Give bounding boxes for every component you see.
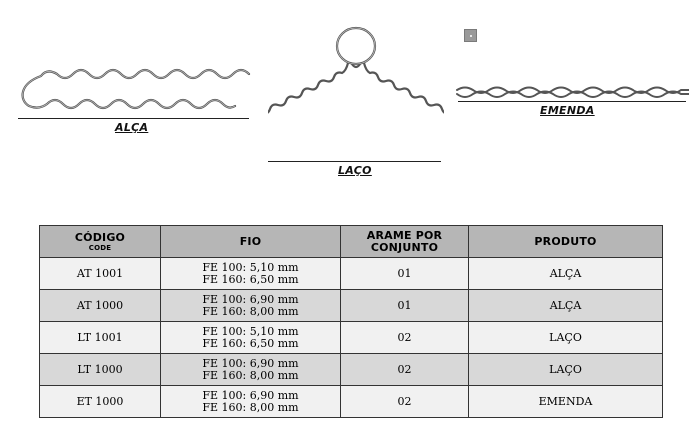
header-codigo: CÓDIGO CODE [39, 225, 161, 258]
cell-codigo: LT 1000 [39, 353, 161, 386]
table-row: AT 1001 FE 100: 5,10 mm FE 160: 6,50 mm … [39, 257, 663, 290]
emenda-baseline [458, 101, 686, 102]
cell-arame: 02 [340, 385, 469, 418]
cell-produto: LAÇO [468, 353, 663, 386]
cell-fio: FE 100: 5,10 mm FE 160: 6,50 mm [160, 321, 341, 354]
header-fio: FIO [160, 225, 341, 258]
cell-fio-line: FE 160: 6,50 mm [202, 272, 299, 286]
cell-fio-line: FE 100: 5,10 mm [202, 260, 299, 274]
alca-baseline [18, 118, 249, 119]
cell-arame: 02 [340, 321, 469, 354]
cell-fio-line: FE 100: 6,90 mm [202, 292, 299, 306]
cell-arame: 01 [340, 289, 469, 322]
cell-fio: FE 100: 6,90 mm FE 160: 8,00 mm [160, 385, 341, 418]
cell-codigo: LT 1001 [39, 321, 161, 354]
cell-fio-line: FE 160: 8,00 mm [202, 304, 299, 318]
cell-produto: ALÇA [468, 289, 663, 322]
laco-illustration [268, 26, 444, 114]
laco-caption: LAÇO [338, 164, 372, 177]
cell-fio-line: FE 160: 8,00 mm [202, 400, 299, 414]
header-arame: ARAME POR CONJUNTO [340, 225, 469, 258]
cell-fio-line: FE 100: 6,90 mm [202, 388, 299, 402]
product-spec-table: CÓDIGO CODE FIO ARAME POR CONJUNTO PRODU… [39, 225, 663, 418]
cell-produto: ALÇA [468, 257, 663, 290]
cell-arame: 01 [340, 257, 469, 290]
cell-fio-line: FE 160: 8,00 mm [202, 368, 299, 382]
cell-fio-line: FE 100: 6,90 mm [202, 356, 299, 370]
cell-produto: LAÇO [468, 321, 663, 354]
alca-caption: ALÇA [115, 121, 149, 134]
cell-fio: FE 100: 6,90 mm FE 160: 8,00 mm [160, 353, 341, 386]
header-codigo-sublabel: CODE [88, 243, 112, 252]
laco-baseline [268, 161, 441, 162]
cell-fio-line: FE 100: 5,10 mm [202, 324, 299, 338]
header-codigo-label: CÓDIGO [74, 230, 126, 244]
cell-codigo: AT 1001 [39, 257, 161, 290]
cell-produto: EMENDA [468, 385, 663, 418]
alca-illustration [21, 68, 251, 110]
cell-arame: 02 [340, 353, 469, 386]
table-row: AT 1000 FE 100: 6,90 mm FE 160: 8,00 mm … [39, 289, 663, 322]
image-placeholder-icon [464, 29, 477, 42]
table-row: ET 1000 FE 100: 6,90 mm FE 160: 8,00 mm … [39, 385, 663, 418]
emenda-illustration [456, 86, 689, 98]
table-row: LT 1001 FE 100: 5,10 mm FE 160: 6,50 mm … [39, 321, 663, 354]
emenda-caption: EMENDA [540, 104, 595, 117]
cell-fio: FE 100: 5,10 mm FE 160: 6,50 mm [160, 257, 341, 290]
table-header-row: CÓDIGO CODE FIO ARAME POR CONJUNTO PRODU… [39, 225, 663, 258]
header-produto: PRODUTO [468, 225, 663, 258]
cell-codigo: ET 1000 [39, 385, 161, 418]
cell-fio-line: FE 160: 6,50 mm [202, 336, 299, 350]
cell-fio: FE 100: 6,90 mm FE 160: 8,00 mm [160, 289, 341, 322]
cell-codigo: AT 1000 [39, 289, 161, 322]
table-row: LT 1000 FE 100: 6,90 mm FE 160: 8,00 mm … [39, 353, 663, 386]
